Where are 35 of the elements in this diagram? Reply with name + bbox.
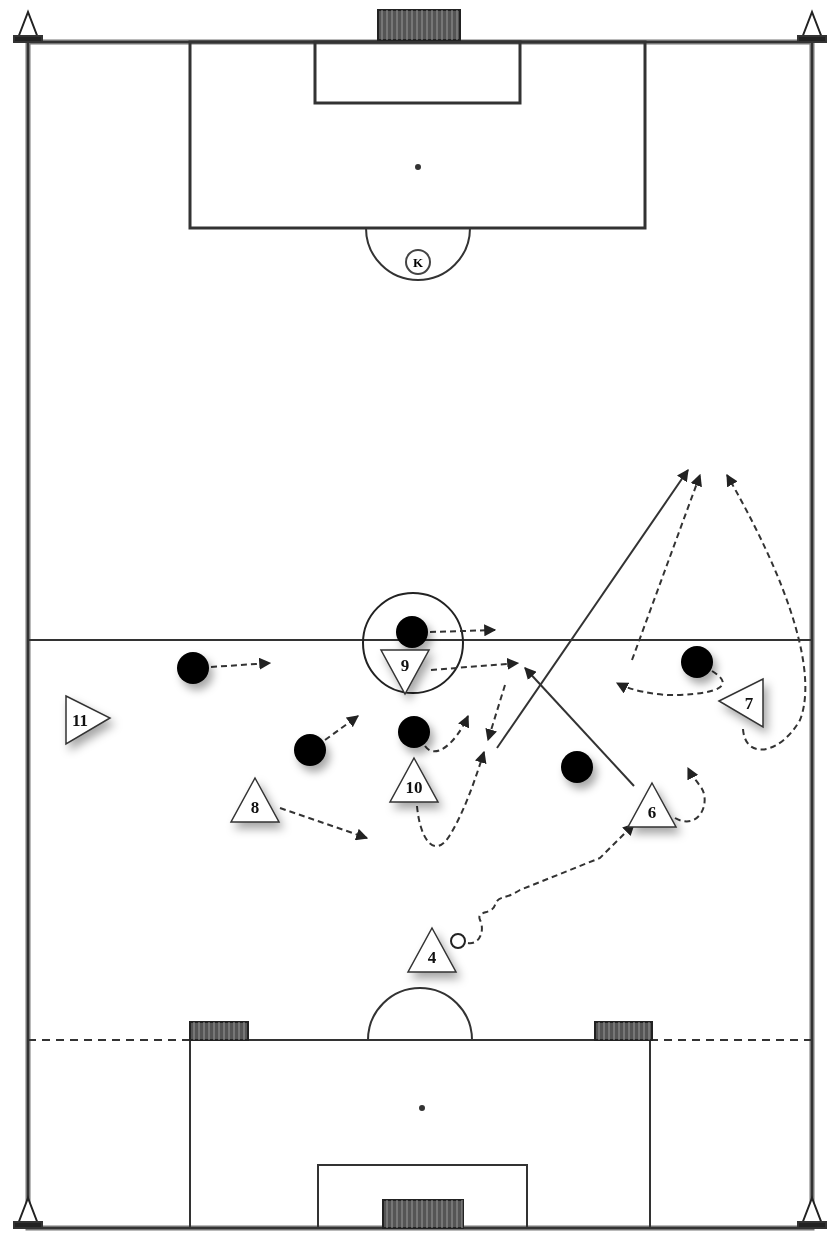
movement-arrow [615,670,724,697]
movement-arrow [416,750,487,848]
movement-arrow [674,766,706,823]
player-number: 11 [71,712,89,729]
player-number: 8 [250,799,260,816]
movement-arrow [524,667,635,787]
movement-arrow [726,473,807,751]
movement-arrow [424,714,469,753]
player-triangle [628,783,676,827]
ball [450,933,466,949]
movement-arrow [467,823,635,945]
movement-arrow [210,657,272,670]
player-triangle [381,650,429,694]
opponent-marker [561,751,593,783]
movement-arrow [324,715,359,741]
opponent-marker [177,652,209,684]
player-triangle [66,696,110,744]
opponent-marker [398,716,430,748]
player-triangle [390,758,438,802]
player-triangle [408,928,456,972]
player-triangle [719,679,763,727]
player-number: 4 [427,949,437,966]
movement-arrow [429,624,497,637]
opponent-marker [396,616,428,648]
opponent-marker [294,734,326,766]
player-number: 6 [647,804,657,821]
player-label: K [412,255,424,269]
opponent-marker [681,646,713,678]
movement-arrow [279,807,369,841]
movement-arrow [430,657,520,671]
player-number: 10 [405,779,423,796]
goalkeeper-circle [405,249,431,275]
player-number: 9 [400,657,410,674]
player-number: 7 [744,695,754,712]
player-triangle [231,778,279,822]
